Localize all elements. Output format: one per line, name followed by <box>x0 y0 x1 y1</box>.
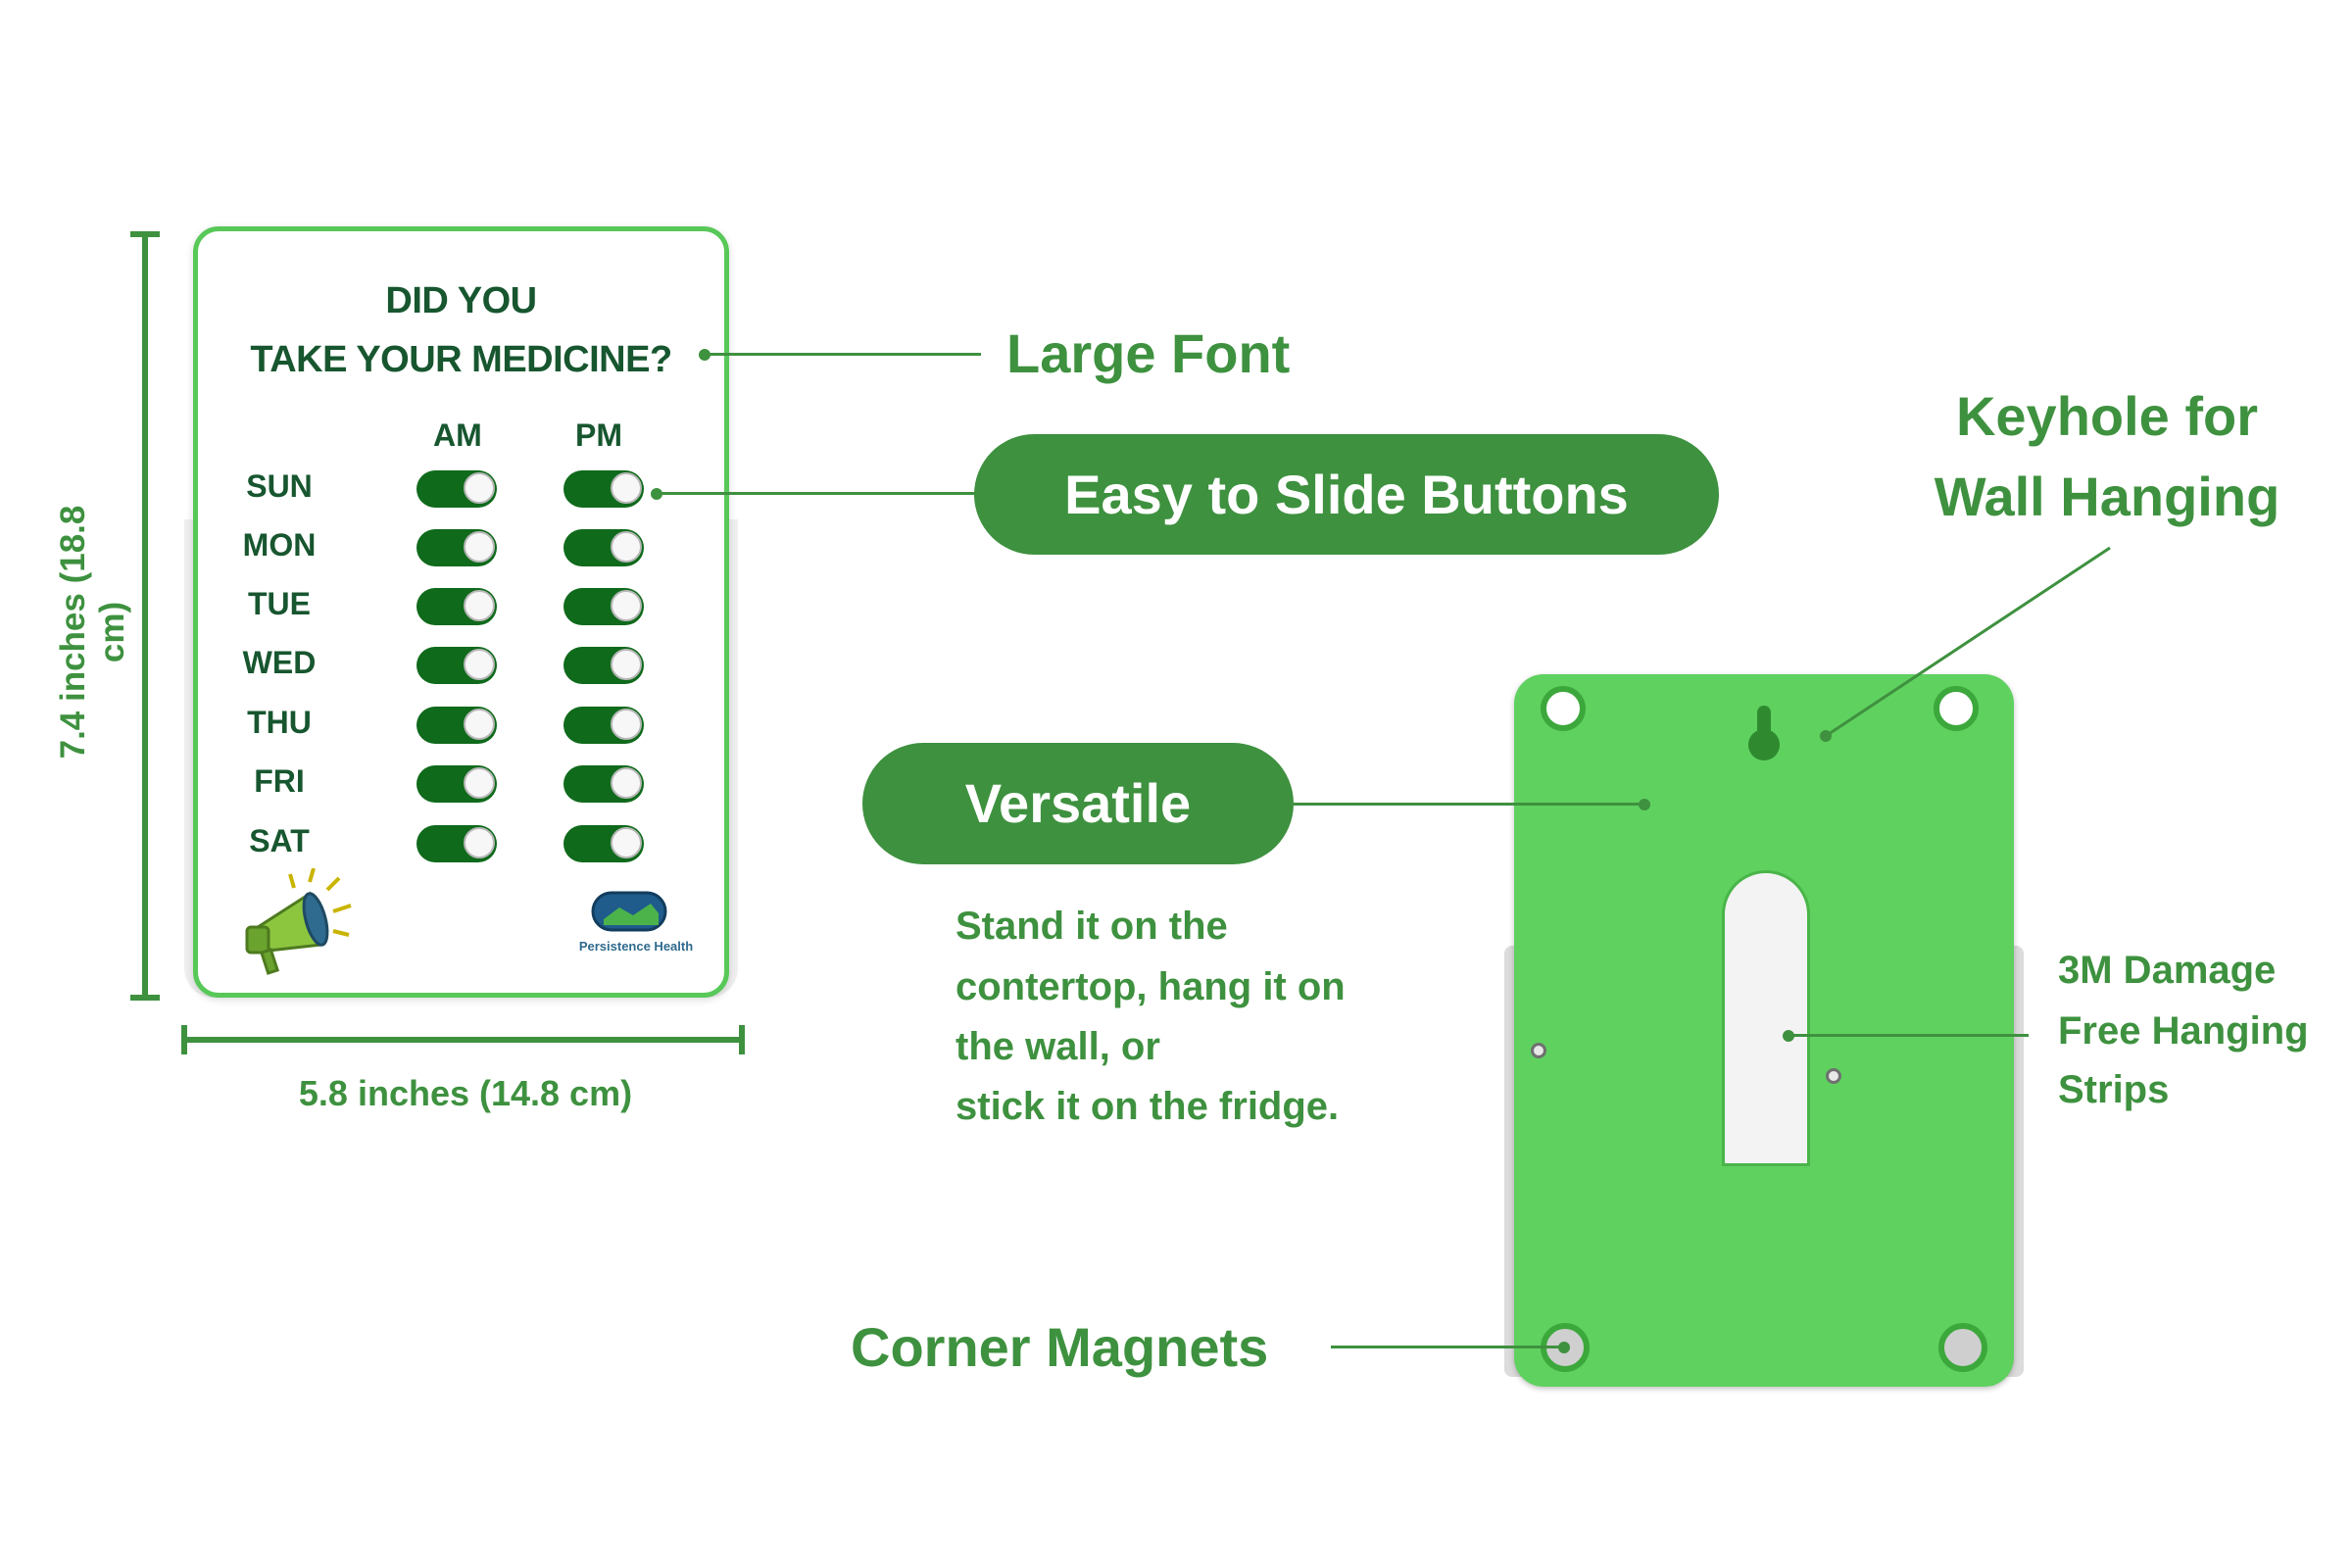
toggle-knob <box>611 827 642 858</box>
corner-hole-top-right <box>1934 686 1979 731</box>
toggle-knob <box>611 472 642 504</box>
column-header-am: AM <box>433 417 482 453</box>
day-label-mon: MON <box>242 527 317 563</box>
strips-label-line1: 3M Damage <box>2058 949 2277 992</box>
pm-toggle-sat[interactable] <box>564 825 644 862</box>
toggle-knob <box>464 472 495 504</box>
strips-label-line2: Free Hanging <box>2058 1009 2309 1053</box>
corner-magnet-bottom-right <box>1938 1323 1987 1372</box>
am-toggle-fri[interactable] <box>416 765 497 803</box>
toggle-knob <box>464 827 495 858</box>
toggle-knob <box>464 531 495 563</box>
am-toggle-sat[interactable] <box>416 825 497 862</box>
strips-leader-line <box>1788 1034 2029 1037</box>
pm-toggle-thu[interactable] <box>564 707 644 744</box>
large-font-label: Large Font <box>1006 322 1291 384</box>
card-title-line1: DID YOU <box>385 280 537 321</box>
am-toggle-tue[interactable] <box>416 588 497 625</box>
versatile-leader-dot <box>1639 799 1650 810</box>
corner-hole-top-left <box>1541 686 1586 731</box>
pm-toggle-wed[interactable] <box>564 647 644 684</box>
pm-toggle-tue[interactable] <box>564 588 644 625</box>
day-label-fri: FRI <box>254 763 305 799</box>
screw-left <box>1531 1043 1546 1058</box>
height-dimension-cap-bottom <box>130 995 160 1001</box>
slide-buttons-leader-line <box>657 492 980 495</box>
day-label-sun: SUN <box>246 468 313 504</box>
toggle-knob <box>464 709 495 740</box>
versatile-desc-line3: the wall, or <box>956 1025 1160 1068</box>
toggle-knob <box>464 590 495 621</box>
versatile-desc-line1: Stand it on the <box>956 905 1228 948</box>
megaphone-icon <box>245 868 352 975</box>
brand-logo-icon <box>591 891 667 932</box>
keyhole-label-line1: Keyhole for <box>1955 385 2259 447</box>
versatile-desc-line4: stick it on the fridge. <box>956 1085 1340 1128</box>
versatile-leader-line <box>1294 803 1646 806</box>
toggle-knob <box>611 531 642 563</box>
pm-toggle-sun[interactable] <box>564 470 644 508</box>
versatile-desc-line2: contertop, hang it on <box>956 965 1346 1008</box>
column-header-pm: PM <box>575 417 622 453</box>
pm-toggle-mon[interactable] <box>564 529 644 566</box>
day-label-thu: THU <box>247 705 312 740</box>
day-label-wed: WED <box>242 645 317 680</box>
toggle-knob <box>611 649 642 680</box>
am-toggle-wed[interactable] <box>416 647 497 684</box>
toggle-knob <box>611 709 642 740</box>
hanging-strip <box>1722 870 1810 1166</box>
toggle-knob <box>611 767 642 799</box>
versatile-pill: Versatile <box>862 743 1294 864</box>
strips-label-line3: Strips <box>2058 1068 2170 1111</box>
am-toggle-sun[interactable] <box>416 470 497 508</box>
day-label-sat: SAT <box>249 823 310 858</box>
am-toggle-thu[interactable] <box>416 707 497 744</box>
height-dimension-cap-top <box>130 231 160 237</box>
keyhole-leader-line <box>1825 546 2111 738</box>
front-card: DID YOU TAKE YOUR MEDICINE? AM PM SUN MO… <box>193 226 729 998</box>
pm-toggle-fri[interactable] <box>564 765 644 803</box>
am-toggle-mon[interactable] <box>416 529 497 566</box>
keyhole-label-line2: Wall Hanging <box>1934 466 2280 527</box>
width-dimension-line <box>181 1037 745 1043</box>
magnets-leader-line <box>1331 1346 1564 1348</box>
toggle-knob <box>611 590 642 621</box>
height-dimension-line <box>142 231 148 1000</box>
magnets-label: Corner Magnets <box>851 1316 1269 1378</box>
keyhole-icon <box>1748 706 1780 760</box>
toggle-knob <box>464 649 495 680</box>
large-font-leader-line <box>705 353 981 356</box>
brand-name: Persistence Health <box>578 939 694 954</box>
screw-right <box>1826 1068 1841 1084</box>
width-dimension-cap-right <box>739 1025 745 1054</box>
width-dimension-cap-left <box>181 1025 187 1054</box>
slide-buttons-pill: Easy to Slide Buttons <box>974 434 1719 555</box>
height-dimension-label: 7.4 inches (18.8 cm) <box>54 505 131 760</box>
magnets-leader-dot <box>1558 1342 1570 1353</box>
width-dimension-label: 5.8 inches (14.8 cm) <box>298 1073 633 1113</box>
day-label-tue: TUE <box>248 586 311 621</box>
toggle-knob <box>464 767 495 799</box>
card-title-line2: TAKE YOUR MEDICINE? <box>250 339 672 380</box>
